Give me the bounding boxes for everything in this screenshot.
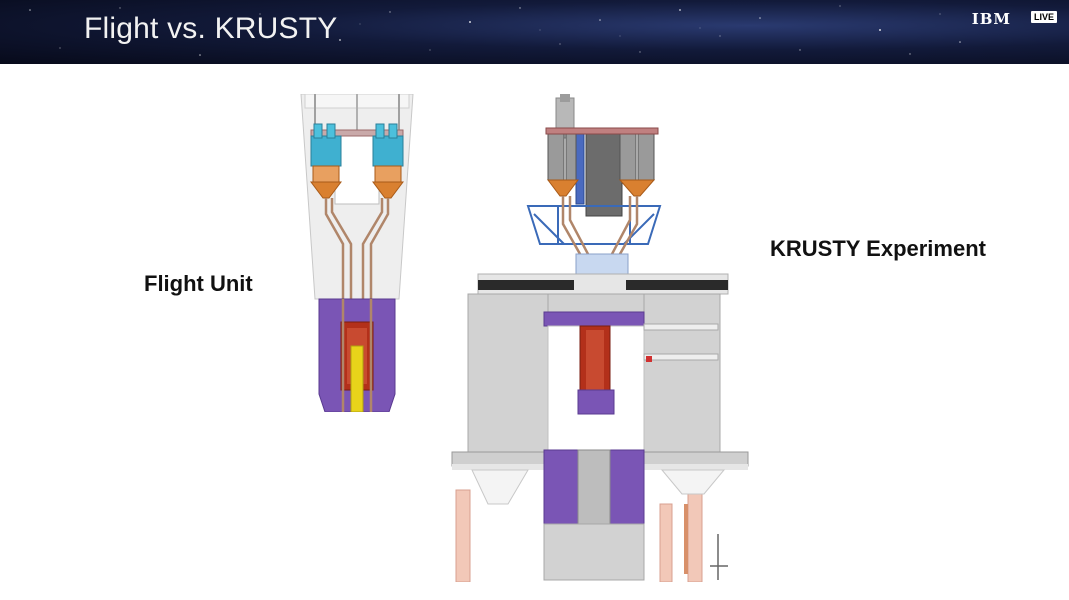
slide-title: Flight vs. KRUSTY	[84, 12, 338, 45]
concrete-block-left	[467, 293, 549, 453]
concrete-block-right	[643, 293, 721, 453]
flight-unit-diagram	[300, 94, 414, 412]
central-column	[585, 129, 623, 217]
slide-header: Flight vs. KRUSTY IBM LIVE	[0, 0, 1069, 64]
fuel-rod	[350, 345, 364, 412]
krusty-experiment-diagram	[451, 94, 749, 582]
ibm-logo: IBM	[971, 10, 1011, 28]
flight-unit-label: Flight Unit	[144, 271, 253, 296]
starfield-background	[29, 5, 961, 56]
live-badge: LIVE	[1030, 11, 1057, 23]
lower-pedestal	[543, 523, 645, 581]
stirling-engines-left	[310, 123, 342, 167]
support-legs	[455, 489, 703, 582]
krusty-experiment-label: KRUSTY Experiment	[770, 236, 986, 261]
